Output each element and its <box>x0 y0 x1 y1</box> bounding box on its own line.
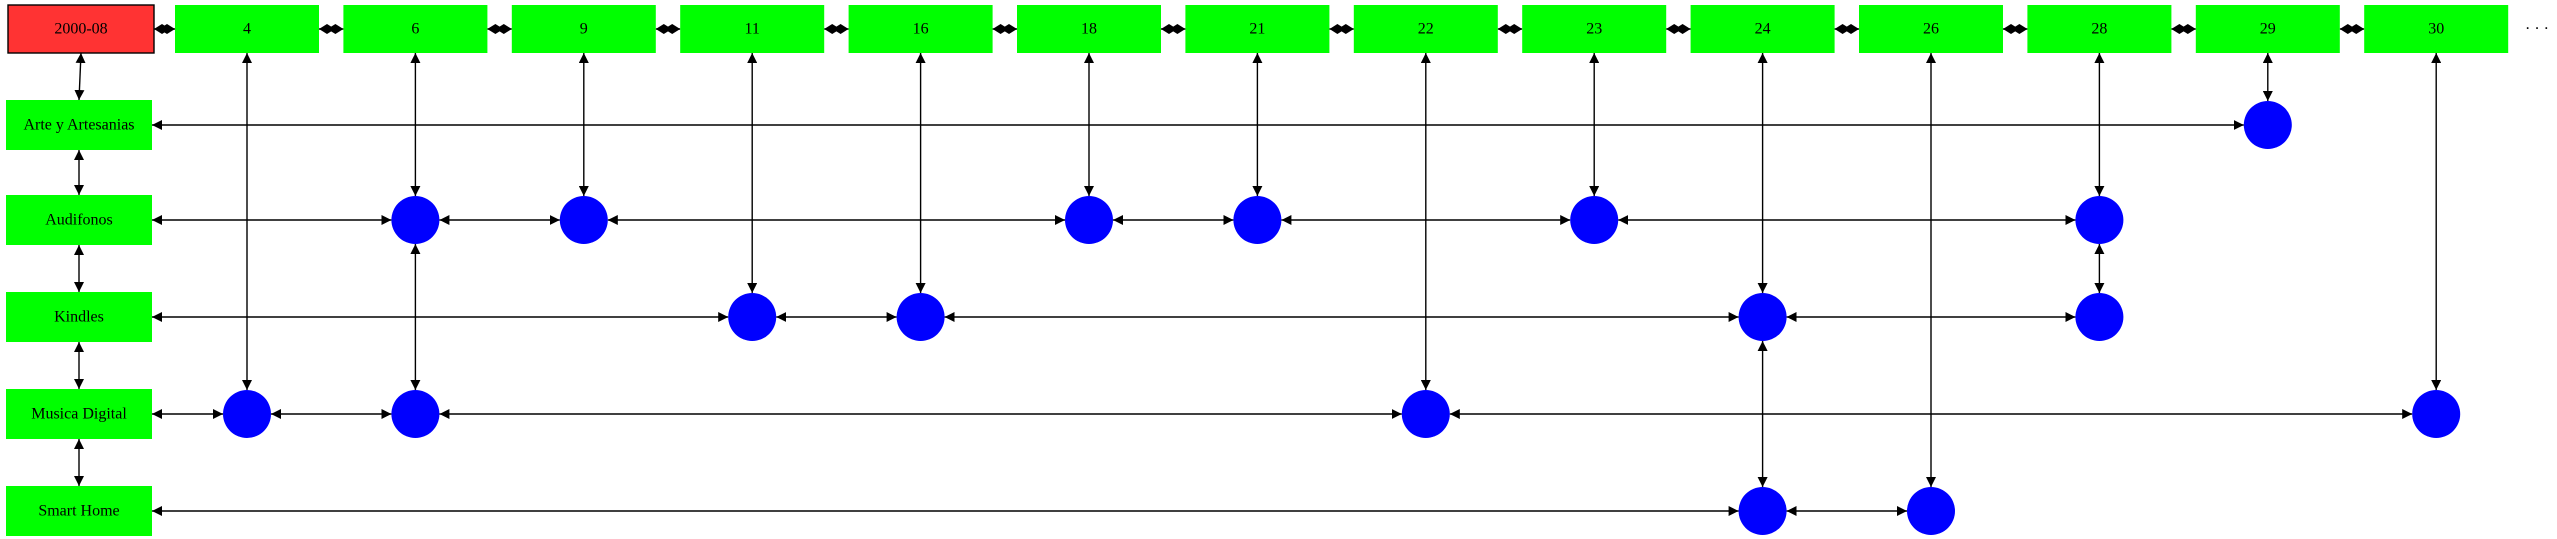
node-musica-30 <box>2412 390 2461 438</box>
day-box-28 <box>2027 5 2172 53</box>
node-kindles-11 <box>728 293 777 341</box>
category-box-audifonos <box>6 195 152 245</box>
node-audifonos-18 <box>1065 196 1113 244</box>
node-arte-29 <box>2243 101 2292 149</box>
day-box-21 <box>1185 5 1330 53</box>
day-label-4: 4 <box>243 21 251 38</box>
day-box-22 <box>1353 5 1498 53</box>
node-audifonos-28 <box>2075 196 2124 244</box>
timeline-ellipsis: · · · <box>2525 21 2549 38</box>
node-musica-4 <box>223 390 271 438</box>
day-label-11: 11 <box>744 21 759 38</box>
day-label-22: 22 <box>1418 21 1434 38</box>
day-label-6: 6 <box>411 21 419 38</box>
category-box-kindles <box>6 292 152 342</box>
category-label-smarthome: Smart Home <box>38 503 119 520</box>
month-header-label: 2000-08 <box>54 21 107 38</box>
day-box-6 <box>343 5 488 53</box>
node-musica-22 <box>1401 390 1450 438</box>
day-label-9: 9 <box>580 21 588 38</box>
category-label-kindles: Kindles <box>54 309 104 326</box>
node-kindles-16 <box>896 293 945 341</box>
node-audifonos-9 <box>559 196 608 244</box>
node-kindles-24 <box>1738 293 1787 341</box>
day-label-29: 29 <box>2260 21 2276 38</box>
node-smarthome-26 <box>1907 487 1955 535</box>
day-label-26: 26 <box>1923 21 1939 38</box>
day-label-21: 21 <box>1249 21 1265 38</box>
day-label-23: 23 <box>1586 21 1602 38</box>
day-label-18: 18 <box>1081 21 1097 38</box>
day-box-18 <box>1017 5 1161 53</box>
day-box-30 <box>2364 5 2509 53</box>
category-box-smarthome <box>6 486 152 536</box>
day-label-30: 30 <box>2428 21 2444 38</box>
shapes-layer: 2000-08 4 6 9 11 16 18 21 22 23 24 26 28 29 30 · · · Art… <box>6 4 2549 536</box>
day-box-9 <box>511 5 656 53</box>
category-label-arte: Arte y Artesanias <box>23 117 134 134</box>
day-box-24 <box>1690 5 1835 53</box>
day-box-23 <box>1522 5 1667 53</box>
day-label-28: 28 <box>2091 21 2107 38</box>
node-audifonos-23 <box>1570 196 1619 244</box>
edges-layer <box>74 24 2442 516</box>
day-box-29 <box>2195 5 2340 53</box>
category-label-audifonos: Audifonos <box>45 212 113 229</box>
category-box-musica <box>6 389 152 439</box>
node-musica-6 <box>391 390 440 438</box>
node-audifonos-6 <box>391 196 440 244</box>
day-box-11 <box>680 5 825 53</box>
node-smarthome-24 <box>1738 487 1787 535</box>
day-label-24: 24 <box>1755 21 1771 38</box>
category-label-musica: Musica Digital <box>31 406 127 423</box>
category-chain-edge <box>74 52 86 101</box>
category-box-arte <box>6 100 152 150</box>
month-header-box <box>7 4 155 54</box>
node-audifonos-21 <box>1233 196 1282 244</box>
day-box-16 <box>848 5 993 53</box>
day-label-16: 16 <box>913 21 929 38</box>
node-kindles-28 <box>2075 293 2124 341</box>
day-box-26 <box>1859 5 2003 53</box>
day-box-4 <box>175 5 319 53</box>
